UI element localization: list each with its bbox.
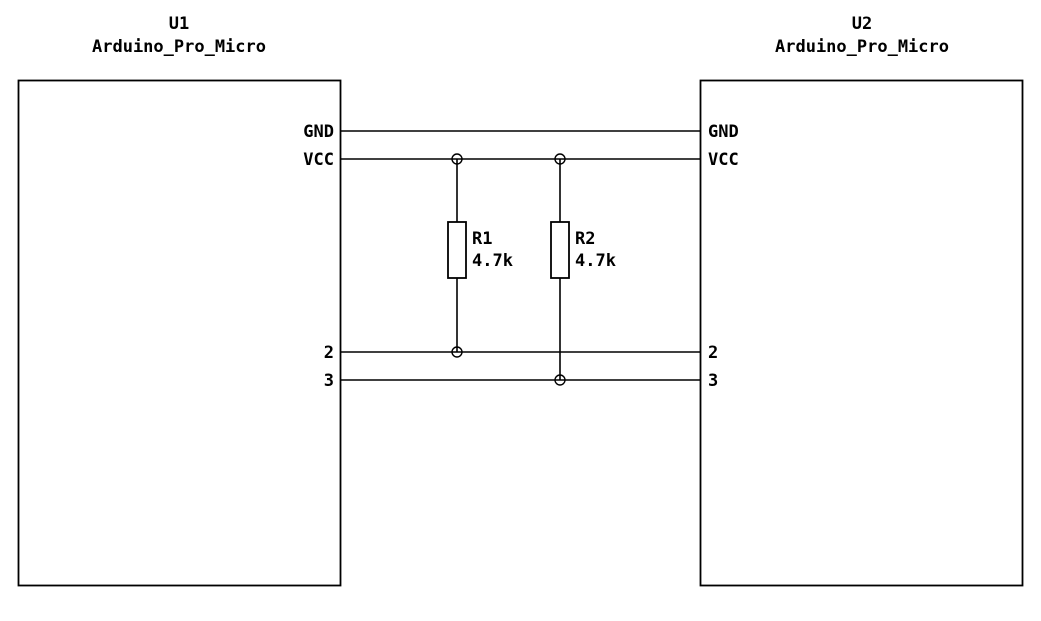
pin-label-gnd: GND [708, 122, 739, 142]
resistor-value[interactable]: 4.7k [575, 251, 616, 271]
component-value[interactable]: Arduino_Pro_Micro [92, 37, 266, 57]
junction-icon [451, 346, 463, 358]
resistor-r1[interactable]: R1 4.7k [447, 159, 513, 352]
component-ref[interactable]: U2 [852, 14, 872, 34]
pin-label-vcc: VCC [708, 150, 739, 170]
component-body[interactable] [699, 79, 1024, 587]
junction-icon [554, 153, 566, 165]
junctions [451, 153, 566, 386]
pin-label-3: 3 [324, 371, 334, 391]
junction-icon [554, 374, 566, 386]
resistor-body[interactable] [550, 221, 570, 279]
component-u2: U2 Arduino_Pro_Micro GND VCC 2 3 [699, 14, 1024, 587]
pin-label-2: 2 [708, 343, 718, 363]
wires [340, 130, 701, 381]
component-ref[interactable]: U1 [169, 14, 189, 34]
pin-label-2: 2 [324, 343, 334, 363]
pin-label-3: 3 [708, 371, 718, 391]
junction-icon [451, 153, 463, 165]
resistor-ref[interactable]: R1 [472, 229, 492, 249]
component-value[interactable]: Arduino_Pro_Micro [775, 37, 949, 57]
resistor-ref[interactable]: R2 [575, 229, 595, 249]
pin-label-vcc: VCC [303, 150, 334, 170]
resistor-value[interactable]: 4.7k [472, 251, 513, 271]
resistor-body[interactable] [447, 221, 467, 279]
resistor-r2[interactable]: R2 4.7k [550, 159, 616, 380]
component-u1: U1 Arduino_Pro_Micro GND VCC 2 3 [17, 14, 342, 587]
pin-label-gnd: GND [303, 122, 334, 142]
component-body[interactable] [17, 79, 342, 587]
